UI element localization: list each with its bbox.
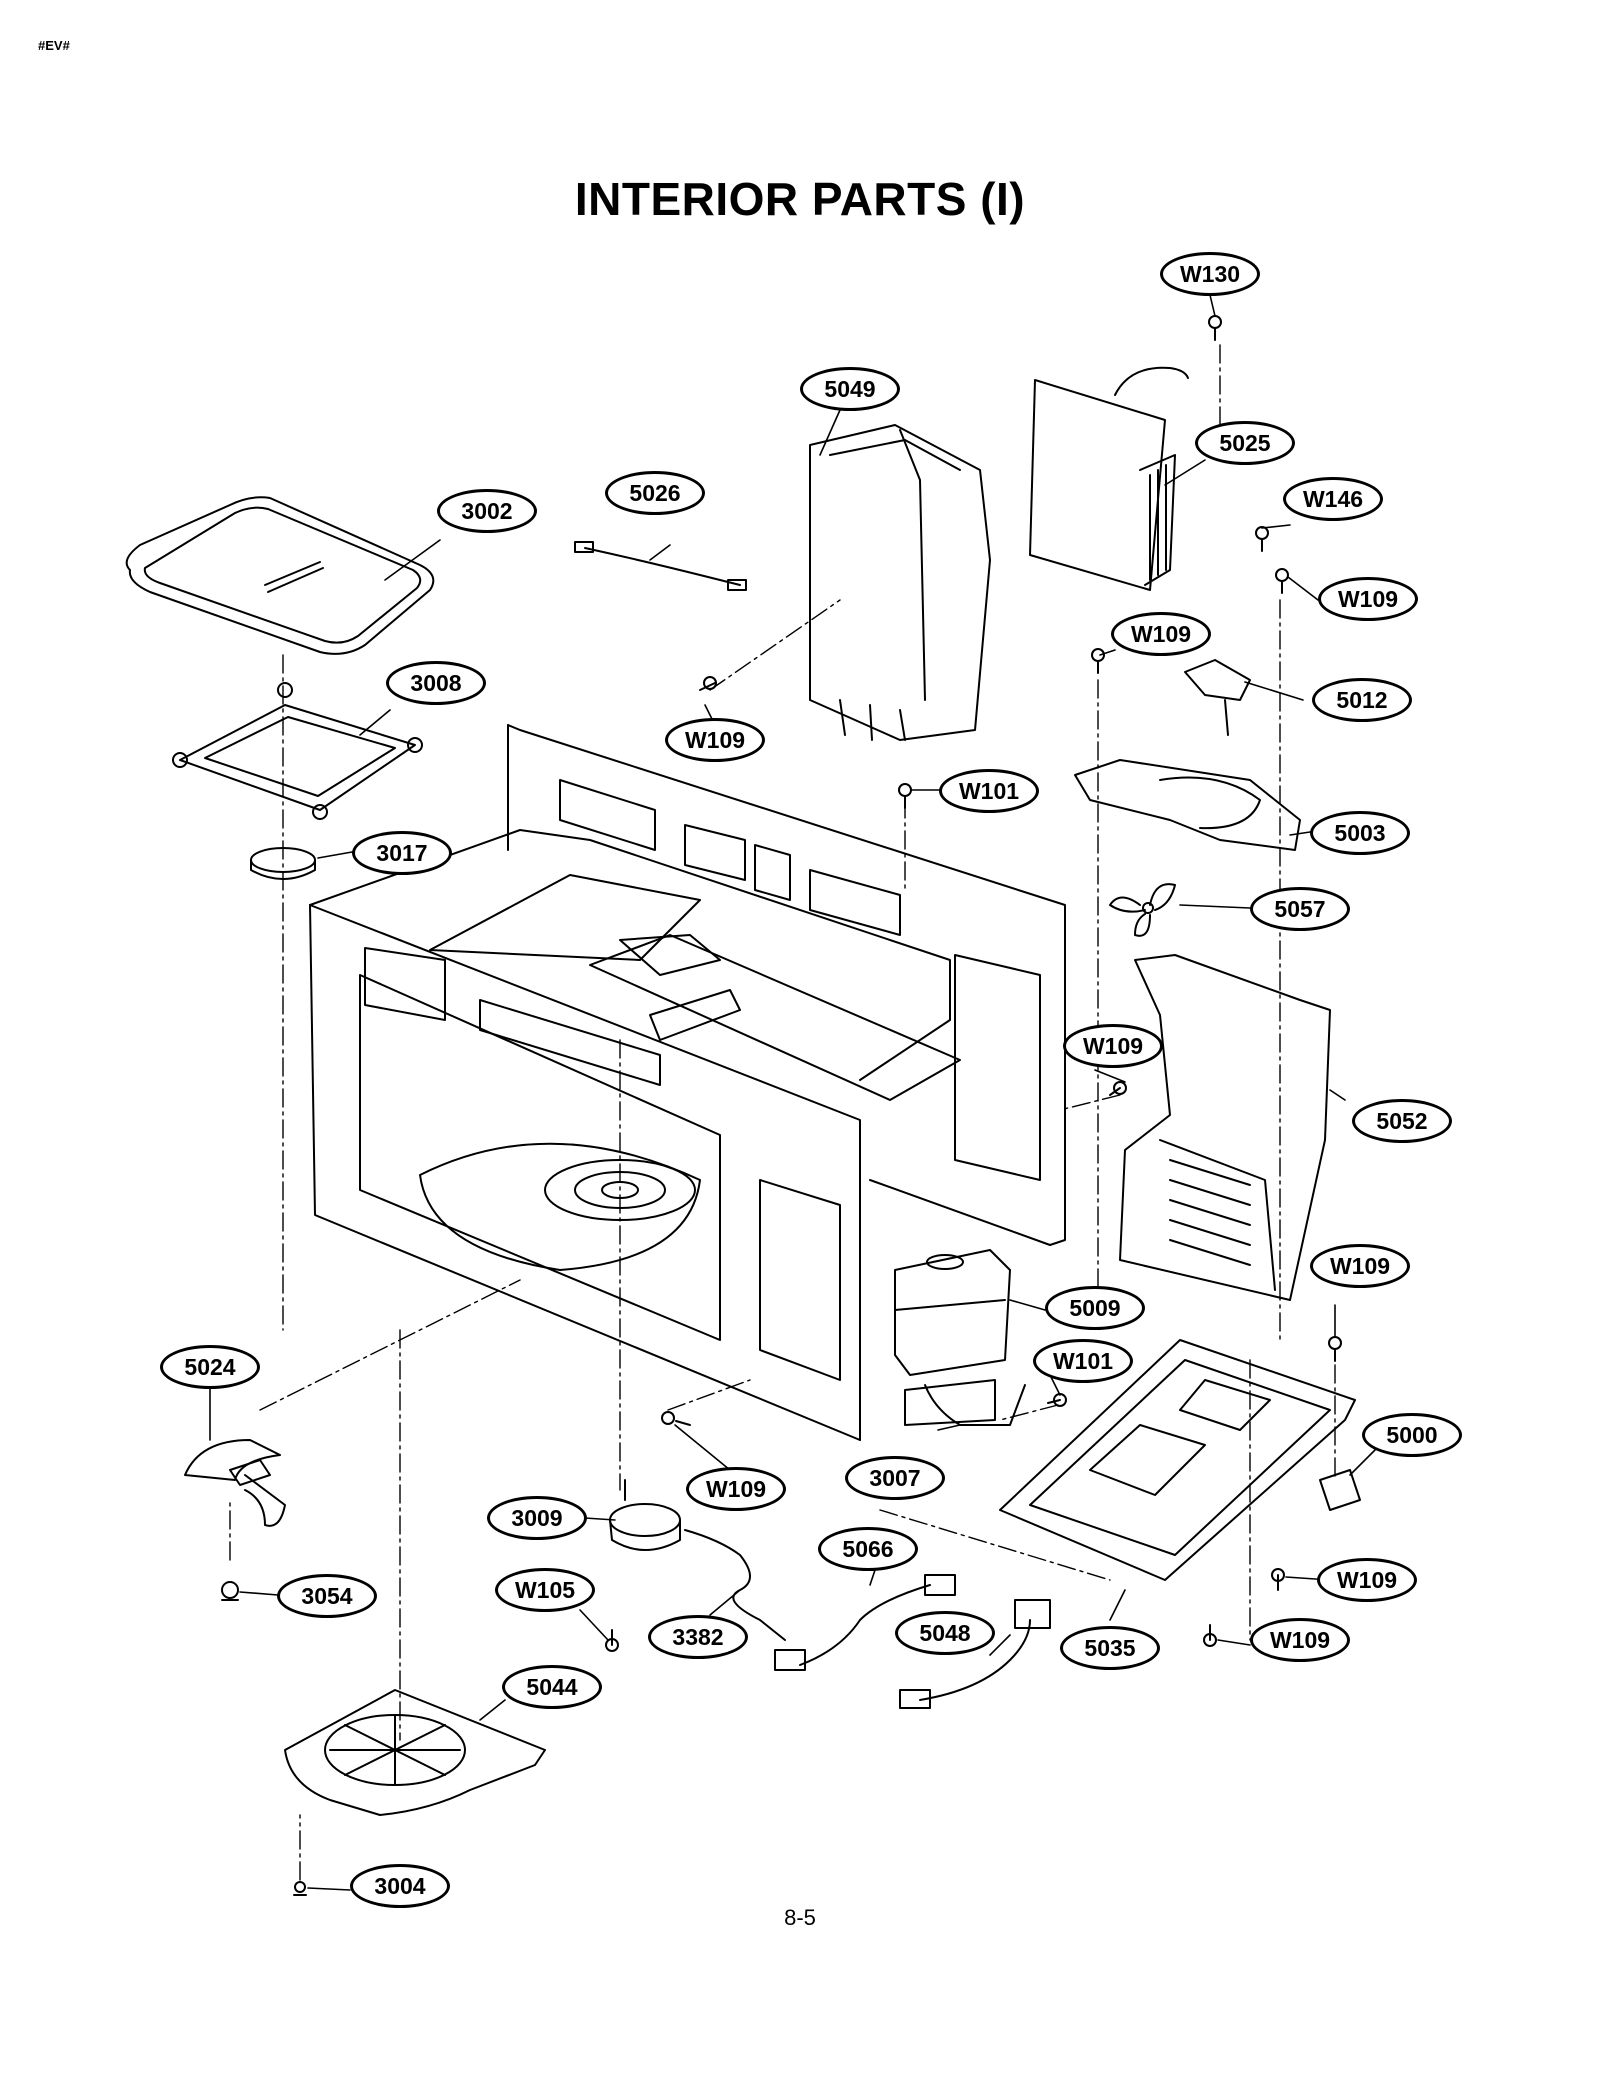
- part-label-5066: 5066: [818, 1527, 918, 1571]
- cavity-back-panel: [507, 724, 1066, 1246]
- page-title: INTERIOR PARTS (I): [574, 173, 1026, 225]
- roller-ring-drawing: [172, 682, 423, 820]
- thermostat-drawing: [1184, 659, 1251, 736]
- screws: [221, 315, 1342, 1896]
- stirrer-cover-drawing: [284, 1689, 546, 1816]
- part-label-w101-a: W101: [939, 769, 1039, 813]
- part-label-5044: 5044: [502, 1665, 602, 1709]
- part-label-5009: 5009: [1045, 1286, 1145, 1330]
- harness-drawing: [584, 547, 741, 586]
- harness-5048-drawing: [919, 1619, 1031, 1701]
- part-label-5024: 5024: [160, 1345, 260, 1389]
- part-label-w109-g: W109: [1317, 1558, 1417, 1602]
- part-label-5012: 5012: [1312, 678, 1412, 722]
- part-label-5026: 5026: [605, 471, 705, 515]
- part-label-w105: W105: [495, 1568, 595, 1612]
- part-label-w101-b: W101: [1033, 1339, 1133, 1383]
- part-label-w146: W146: [1283, 477, 1383, 521]
- part-label-w130: W130: [1160, 252, 1260, 296]
- part-label-w109-d: W109: [1063, 1024, 1163, 1068]
- part-label-3002: 3002: [437, 489, 537, 533]
- part-label-5049: 5049: [800, 367, 900, 411]
- part-label-5048: 5048: [895, 1611, 995, 1655]
- part-label-3382: 3382: [648, 1615, 748, 1659]
- part-label-3009: 3009: [487, 1496, 587, 1540]
- assembly-center-lines: [229, 344, 1336, 1881]
- hv-strap-drawing: [924, 1384, 1026, 1426]
- part-label-3017: 3017: [352, 831, 452, 875]
- pcb-drawing: [1029, 366, 1189, 591]
- part-label-5003: 5003: [1310, 811, 1410, 855]
- leader-lines: [209, 294, 1376, 1891]
- harness-5066-drawing: [799, 1584, 931, 1666]
- glass-tray-drawing: [125, 496, 435, 655]
- base-plate-drawing: [999, 1339, 1356, 1581]
- stirrer-drawing: [184, 1439, 286, 1527]
- air-duct-drawing: [1119, 954, 1331, 1301]
- cap-drawing: [1319, 1469, 1361, 1511]
- part-label-3054: 3054: [277, 1574, 377, 1618]
- part-label-w109-e: W109: [1310, 1244, 1410, 1288]
- part-label-5035: 5035: [1060, 1626, 1160, 1670]
- switch-wire-drawing: [684, 1529, 786, 1641]
- part-label-w109-a: W109: [1318, 577, 1418, 621]
- part-label-5052: 5052: [1352, 1099, 1452, 1143]
- part-label-w109-b: W109: [1111, 612, 1211, 656]
- fan-bracket-drawing: [1074, 759, 1301, 851]
- part-label-5057: 5057: [1250, 887, 1350, 931]
- part-label-5000: 5000: [1362, 1413, 1462, 1457]
- part-label-w109-c: W109: [665, 718, 765, 762]
- fan-blade-drawing: [1109, 883, 1176, 937]
- part-label-w109-h: W109: [1250, 1618, 1350, 1662]
- part-label-3007: 3007: [845, 1456, 945, 1500]
- document-code: #EV#: [38, 38, 70, 53]
- magnetron-drawing: [894, 1249, 1011, 1426]
- part-label-5025: 5025: [1195, 421, 1295, 465]
- part-label-3004: 3004: [350, 1864, 450, 1908]
- part-label-w109-f: W109: [686, 1467, 786, 1511]
- page-number: 8-5: [784, 1905, 816, 1930]
- part-label-3008: 3008: [386, 661, 486, 705]
- waveguide-cover: [429, 874, 961, 1101]
- cavity-front-frame: [309, 829, 951, 1441]
- bracket-drawing: [809, 424, 991, 741]
- motor-drawing: [609, 1479, 681, 1551]
